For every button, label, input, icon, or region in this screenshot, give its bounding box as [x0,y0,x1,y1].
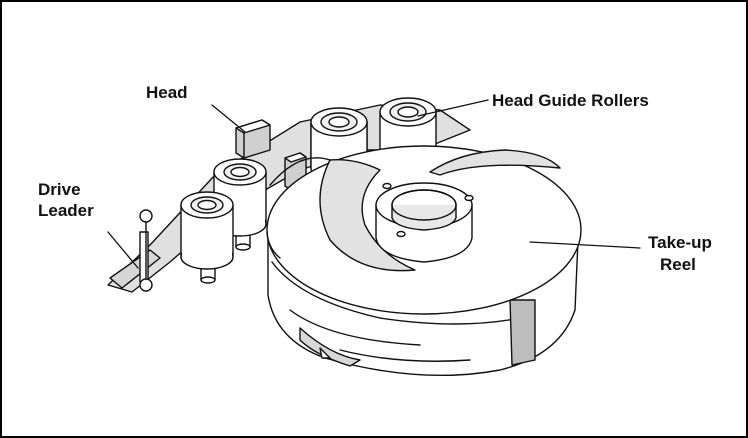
leader-lines [107,99,641,269]
rollers-leader-line [417,99,489,117]
head-leader-line [211,104,246,133]
label-drive-leader-line2: Leader [38,201,94,220]
head-guide-roller-2 [379,97,437,153]
drive-leader-line [107,231,139,269]
reel-leader-line [529,241,641,249]
drive-leader [109,209,161,292]
label-head-guide-rollers: Head Guide Rollers [492,91,649,110]
label-drive-leader-line1: Drive [38,180,81,199]
takeup-reel [266,145,582,377]
label-takeup-reel-line2: Reel [660,255,696,274]
label-takeup-reel-line1: Take-up [648,233,712,252]
label-head: Head [146,83,188,102]
front-roller-lower [180,191,234,284]
head-block [235,119,271,159]
